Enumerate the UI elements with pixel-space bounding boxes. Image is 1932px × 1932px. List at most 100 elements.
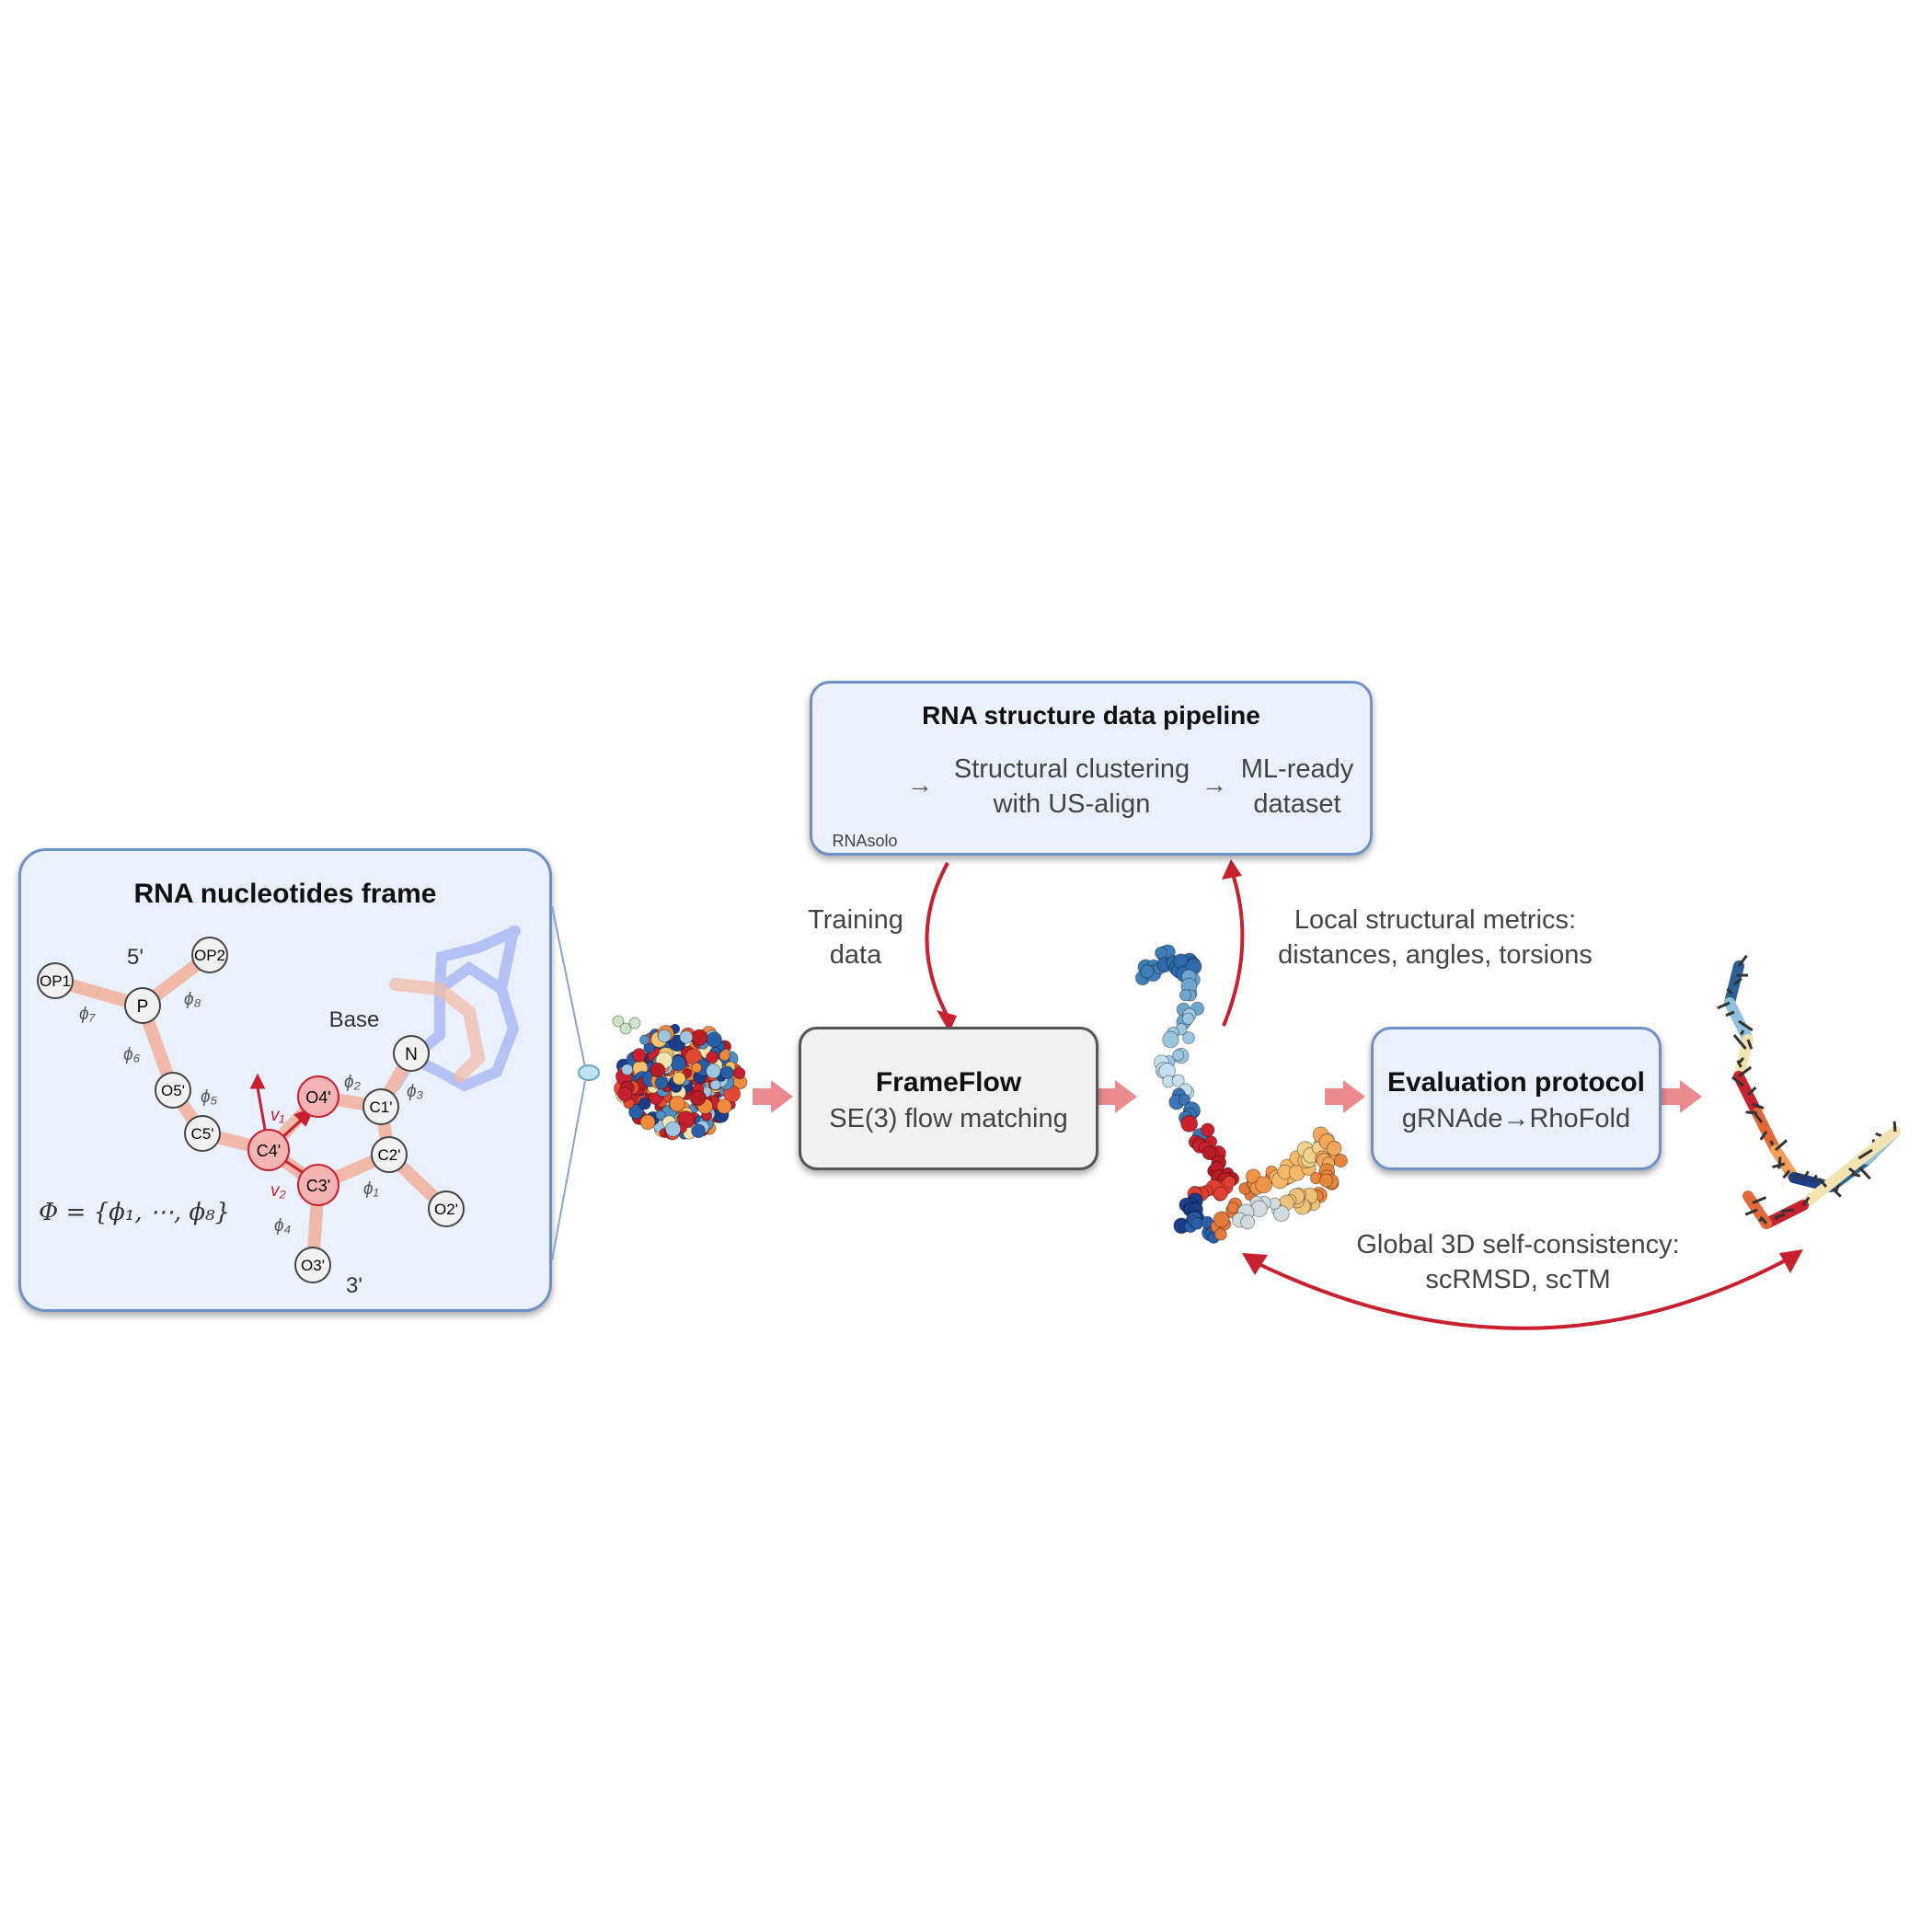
torsion-set-formula: Φ = {ϕ₁, ⋯, ϕ₈} [39, 1199, 230, 1226]
base-stick [1793, 1173, 1801, 1179]
dataset-line-2: dataset [1253, 788, 1341, 819]
atom-sphere [706, 1051, 719, 1064]
pipeline-title: RNA structure data pipeline [922, 701, 1260, 730]
five-prime-label: 5' [127, 945, 144, 970]
svg-text:O4': O4' [305, 1088, 330, 1107]
pipeline-arrow-2: → [1202, 770, 1227, 799]
base-label: Base [329, 1007, 380, 1032]
clustering-line-2: with US-align [993, 788, 1151, 819]
base-stick [1774, 1214, 1780, 1221]
atom-sphere [1223, 1175, 1236, 1189]
data-pipeline-panel [810, 681, 1373, 856]
atom-sphere [679, 1029, 694, 1044]
atom-sphere [690, 1089, 707, 1107]
clustering-line-1: Structural clustering [953, 754, 1190, 784]
atom-sphere [1240, 1214, 1256, 1230]
atom-c4: C4' [247, 1129, 290, 1171]
frameflow-panel [799, 1027, 1098, 1170]
atom-c3: C3' [297, 1164, 339, 1206]
rnasolo-label: RNAsolo [832, 832, 898, 850]
noise-structure [612, 1015, 748, 1141]
base-stick [1717, 1001, 1731, 1010]
atom-p: P [124, 987, 161, 1024]
torsion-phi4: ϕ₄ [274, 1216, 291, 1236]
base-stick [1892, 1121, 1897, 1133]
atom-sphere [691, 1123, 706, 1139]
local-metrics-label: Local structural metrics: distances, ang… [1251, 903, 1619, 972]
atom-sphere [1333, 1153, 1349, 1168]
base-stick [1811, 1174, 1818, 1183]
base-stick [1746, 1039, 1754, 1050]
metrics-arrowhead [1222, 859, 1242, 880]
global-metrics-line-2: scRMSD, scTM [1425, 1264, 1611, 1294]
svg-text:N: N [405, 1045, 418, 1064]
atom-sphere [719, 1050, 730, 1062]
base-stick [1738, 1065, 1753, 1078]
generated-structure [1134, 944, 1349, 1244]
atom-sphere [631, 1048, 647, 1063]
atom-c2: C2' [371, 1136, 408, 1173]
base-stick [1777, 1156, 1782, 1169]
arrow-frameflow-to-sample [1097, 1080, 1137, 1113]
svg-text:C5': C5' [191, 1125, 214, 1143]
torsion-phi3: ϕ₃ [407, 1082, 424, 1101]
atom-sphere [716, 1098, 732, 1114]
pipeline-arrow-1: → [907, 770, 933, 799]
base-stick [1782, 1169, 1791, 1179]
atom-sphere [1179, 989, 1192, 1002]
atom-op2: OP2 [191, 937, 228, 973]
evaluation-panel [1371, 1027, 1662, 1170]
vector-v2: v₂ [270, 1181, 287, 1201]
base-stick [1780, 1208, 1795, 1213]
frameflow-subtitle: SE(3) flow matching [829, 1104, 1068, 1133]
atom-sphere [691, 1062, 703, 1074]
base-stick [1772, 1162, 1786, 1169]
nucleotide-frame-title: RNA nucleotides frame [133, 879, 437, 909]
base-stick [1746, 1086, 1757, 1097]
pipeline-step-clustering: Structural clustering with US-align [938, 753, 1205, 822]
base-stick [1752, 1110, 1764, 1123]
atom-sphere [706, 1031, 722, 1048]
svg-text:OP1: OP1 [40, 972, 71, 990]
atom-o2: O2' [428, 1190, 465, 1227]
pipeline-step-dataset: ML-ready dataset [1228, 753, 1366, 822]
atom-sphere [1182, 1031, 1196, 1045]
atom-sphere [672, 1071, 686, 1086]
base-stick [1758, 1215, 1764, 1223]
atom-sphere [1326, 1140, 1342, 1156]
base-stick [1857, 1148, 1873, 1160]
base-stick [1744, 1208, 1758, 1216]
svg-text:O5': O5' [161, 1082, 185, 1099]
training-arrow [925, 862, 949, 1018]
zoom-connector [551, 905, 586, 1261]
base-stick [1733, 977, 1742, 986]
atom-sphere [1255, 1176, 1273, 1194]
global-metrics-line-1: Global 3D self-consistency: [1356, 1230, 1680, 1259]
torsion-labels: ϕ₁ ϕ₂ ϕ₃ ϕ₄ ϕ₅ ϕ₆ ϕ₇ ϕ₈ [79, 990, 424, 1236]
dataset-line-1: ML-ready [1240, 754, 1354, 784]
svg-text:C3': C3' [306, 1177, 330, 1195]
svg-text:O2': O2' [434, 1201, 458, 1218]
atom-sphere [1162, 1030, 1179, 1049]
base-stick [1775, 1139, 1788, 1152]
global-arrowhead-left [1242, 1253, 1268, 1275]
atom-sphere [1172, 1049, 1185, 1062]
flow-arrows [753, 1080, 1702, 1113]
frameflow-title: FrameFlow [875, 1067, 1022, 1098]
atom-sphere [1272, 1205, 1290, 1223]
evaluation-title: Evaluation protocol [1386, 1067, 1646, 1098]
torsion-phi2: ϕ₂ [344, 1073, 362, 1092]
base-stick [1726, 987, 1733, 995]
torsion-phi7: ϕ₇ [79, 1005, 97, 1024]
training-data-label: Training data [787, 903, 925, 972]
atom-o4: O4' [297, 1075, 339, 1118]
atom-c1: C1' [362, 1088, 399, 1125]
base-stick [1752, 1102, 1765, 1110]
atom-sphere [691, 1029, 708, 1046]
atom-sphere [1180, 1114, 1199, 1133]
atom-sphere [1171, 1074, 1185, 1087]
atom-sphere [1213, 1211, 1230, 1228]
svg-text:C2': C2' [378, 1146, 401, 1164]
atom-sphere [628, 1017, 641, 1029]
torsion-phi8: ϕ₈ [184, 990, 201, 1009]
